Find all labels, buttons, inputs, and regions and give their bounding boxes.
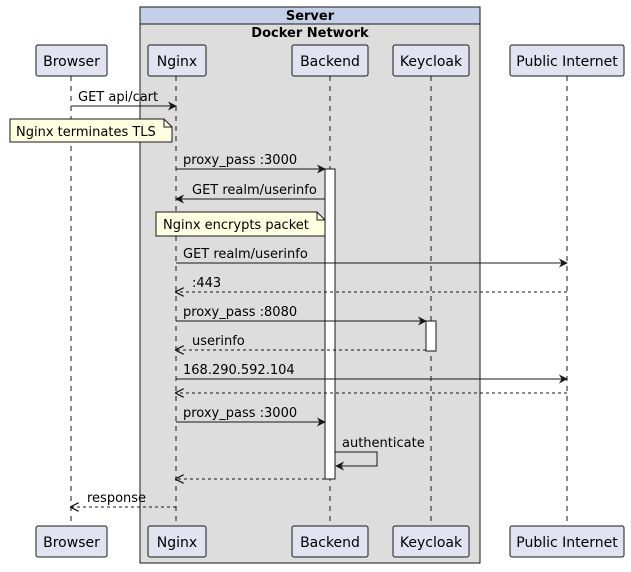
svg-text:Nginx: Nginx — [157, 535, 197, 551]
svg-text:Nginx terminates TLS: Nginx terminates TLS — [16, 125, 156, 140]
participant-backend[interactable]: Backend — [291, 44, 369, 77]
participants-top: Browser Nginx Backend Keycloak Public In… — [35, 44, 625, 77]
docker-network-title: Docker Network — [251, 26, 369, 41]
participant-browser[interactable]: Browser — [35, 44, 108, 77]
participant-nginx-bottom[interactable]: Nginx — [147, 525, 207, 558]
server-group-header — [139, 6, 481, 25]
message-11: authenticate — [335, 436, 425, 471]
message-label: response — [87, 491, 146, 506]
message-7: userinfo — [176, 334, 426, 350]
activation-keycloak — [425, 320, 437, 352]
message-4: GET realm/userinfo — [176, 247, 568, 268]
message-arrow-self — [335, 451, 378, 471]
server-group: Server Docker Network — [139, 6, 481, 564]
participant-keycloak[interactable]: Keycloak — [392, 44, 470, 77]
message-3: GET realm/userinfo — [175, 183, 325, 204]
note-encrypt: Nginx encrypts packet — [155, 211, 326, 237]
message-10: proxy_pass :3000 — [176, 406, 326, 427]
message-5: :443 — [176, 276, 567, 292]
message-label: proxy_pass :3000 — [183, 153, 297, 168]
message-label: 168.290.592.104 — [183, 363, 295, 378]
svg-text:Nginx encrypts packet: Nginx encrypts packet — [163, 218, 309, 233]
svg-text:Keycloak: Keycloak — [400, 54, 463, 70]
message-6: proxy_pass :8080 — [176, 305, 427, 326]
svg-text:Keycloak: Keycloak — [400, 535, 463, 551]
participant-internet-bottom[interactable]: Public Internet — [509, 525, 625, 558]
svg-text:Browser: Browser — [43, 54, 100, 70]
participant-browser-bottom[interactable]: Browser — [35, 525, 108, 558]
participant-nginx[interactable]: Nginx — [147, 44, 207, 77]
message-8: 168.290.592.104 — [176, 363, 568, 384]
svg-text:Public Internet: Public Internet — [516, 54, 618, 70]
server-group-body — [139, 6, 481, 564]
participant-keycloak-bottom[interactable]: Keycloak — [392, 525, 470, 558]
svg-text:Public Internet: Public Internet — [516, 535, 618, 551]
message-label: :443 — [192, 276, 221, 291]
message-label: GET realm/userinfo — [192, 183, 317, 198]
participant-backend-bottom[interactable]: Backend — [291, 525, 369, 558]
message-label: GET realm/userinfo — [183, 247, 308, 262]
message-label: authenticate — [342, 436, 425, 451]
participant-internet[interactable]: Public Internet — [509, 44, 625, 77]
message-2: proxy_pass :3000 — [176, 153, 326, 174]
message-label: userinfo — [192, 334, 245, 349]
svg-text:Browser: Browser — [43, 535, 100, 551]
note-tls: Nginx terminates TLS — [9, 118, 173, 143]
svg-text:Nginx: Nginx — [157, 54, 197, 70]
message-label: GET api/cart — [78, 90, 158, 105]
message-13: response — [71, 491, 176, 507]
participants-bottom: Browser Nginx Backend Keycloak Public In… — [35, 525, 625, 558]
activation-backend — [324, 168, 336, 480]
message-1: GET api/cart — [71, 90, 177, 111]
svg-text:Backend: Backend — [300, 535, 360, 551]
message-label: proxy_pass :8080 — [183, 305, 297, 320]
svg-text:Backend: Backend — [300, 54, 360, 70]
server-group-title: Server — [286, 9, 335, 24]
message-label: proxy_pass :3000 — [183, 406, 297, 421]
